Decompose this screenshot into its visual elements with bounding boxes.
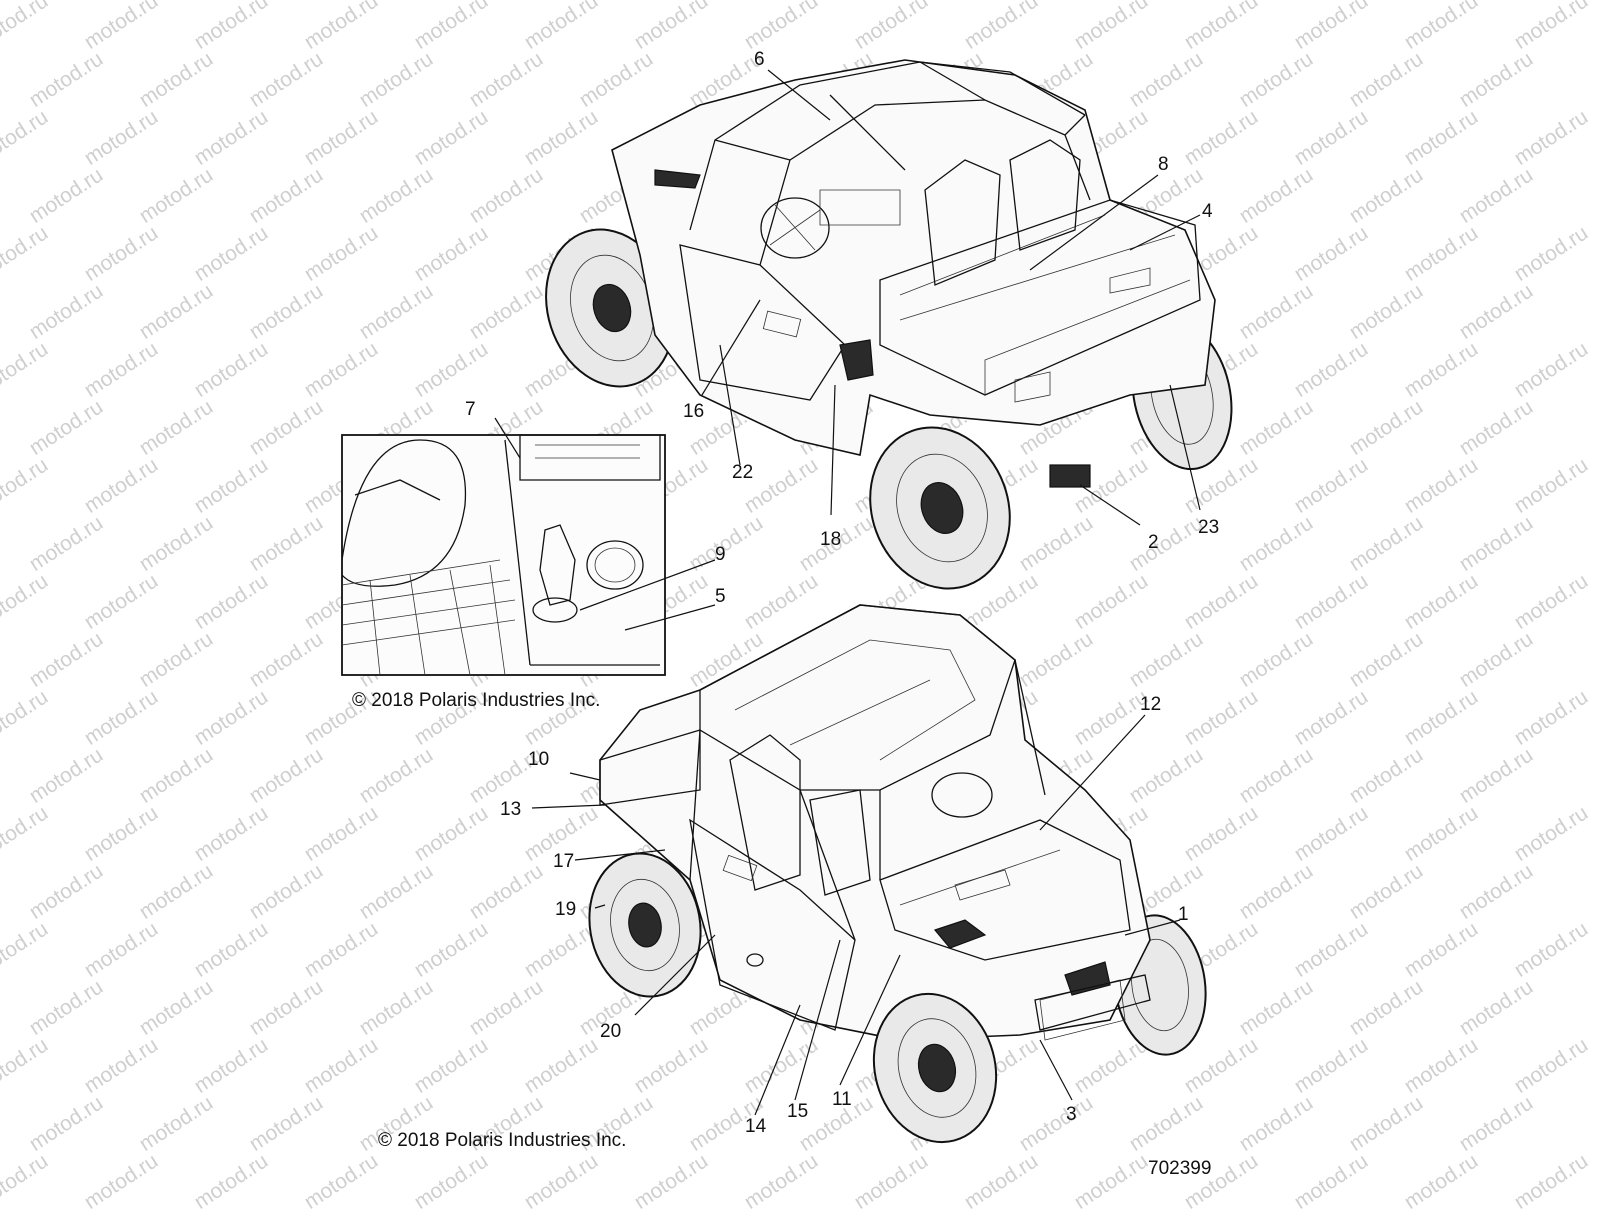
top-vehicle-illustration: [545, 59, 1233, 590]
callout-3: 3: [1066, 1104, 1077, 1125]
leader-lines: [494, 69, 1201, 1116]
callout-17: 17: [553, 851, 575, 872]
cockpit-detail-inset: [341, 434, 666, 676]
bottom-front-left-wheel: [872, 992, 998, 1144]
top-rear-left-wheel: [869, 426, 1011, 590]
callout-2: 2: [1148, 532, 1159, 553]
callout-6: 6: [754, 49, 765, 70]
copyright-bottom: © 2018 Polaris Industries Inc.: [378, 1130, 627, 1151]
callout-18: 18: [820, 529, 842, 550]
callout-15: 15: [787, 1101, 809, 1122]
callout-20: 20: [600, 1021, 622, 1042]
callout-4: 4: [1202, 201, 1213, 222]
callout-1: 1: [1178, 904, 1189, 925]
callout-7: 7: [465, 399, 476, 420]
callout-10: 10: [528, 749, 550, 770]
callout-22: 22: [732, 462, 754, 483]
callout-8: 8: [1158, 154, 1169, 175]
bottom-rear-left-wheel: [588, 852, 702, 998]
callout-14: 14: [745, 1116, 767, 1137]
callout-13: 13: [500, 799, 522, 820]
callout-12: 12: [1140, 694, 1162, 715]
callout-16: 16: [683, 401, 705, 422]
callout-19: 19: [555, 899, 577, 920]
figure-number: 702399: [1148, 1158, 1212, 1179]
callout-11: 11: [832, 1089, 852, 1110]
callout-23: 23: [1198, 517, 1220, 538]
callout-5: 5: [715, 586, 726, 607]
copyright-top: © 2018 Polaris Industries Inc.: [352, 690, 601, 711]
bottom-vehicle-illustration: [588, 604, 1207, 1144]
callout-9: 9: [715, 544, 726, 565]
